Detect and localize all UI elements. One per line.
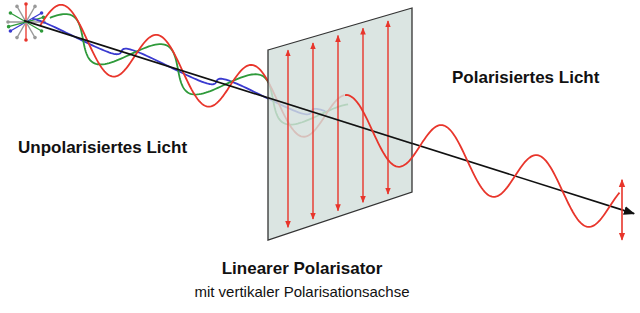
ray-tip: [7, 25, 11, 29]
polarizer-axis-line: [312, 43, 313, 219]
polarizer-axis-line: [362, 28, 363, 202]
polarized-label: Polarisiertes Licht: [452, 68, 599, 88]
polarizer-axis-line: [337, 36, 338, 211]
polarization-arrow: [621, 180, 623, 240]
ray-tip: [9, 11, 13, 15]
polarizer-subtitle: mit vertikaler Polarisationsachse: [194, 283, 409, 300]
ray-tip: [9, 29, 13, 33]
polarizer-axis-lines: [288, 21, 388, 227]
ray-tip: [40, 29, 44, 33]
polarized-red-wave: [345, 95, 620, 227]
ray-tip: [6, 20, 10, 24]
ray-tip: [24, 2, 28, 6]
polarizer-axis-line: [287, 50, 288, 227]
polarizer-title: Linearer Polarisator: [222, 259, 383, 279]
ray-tip: [24, 38, 28, 42]
ray-tip: [15, 36, 19, 40]
polarizer-axis-line: [387, 21, 388, 194]
ray-tip: [40, 11, 44, 15]
ray-tip: [33, 5, 37, 9]
ray-tip: [15, 5, 19, 9]
polarizer-plane: [268, 8, 412, 240]
unpolarized-label: Unpolarisiertes Licht: [18, 138, 187, 158]
propagation-axis-front: [268, 98, 412, 144]
ray-tip: [33, 36, 37, 40]
